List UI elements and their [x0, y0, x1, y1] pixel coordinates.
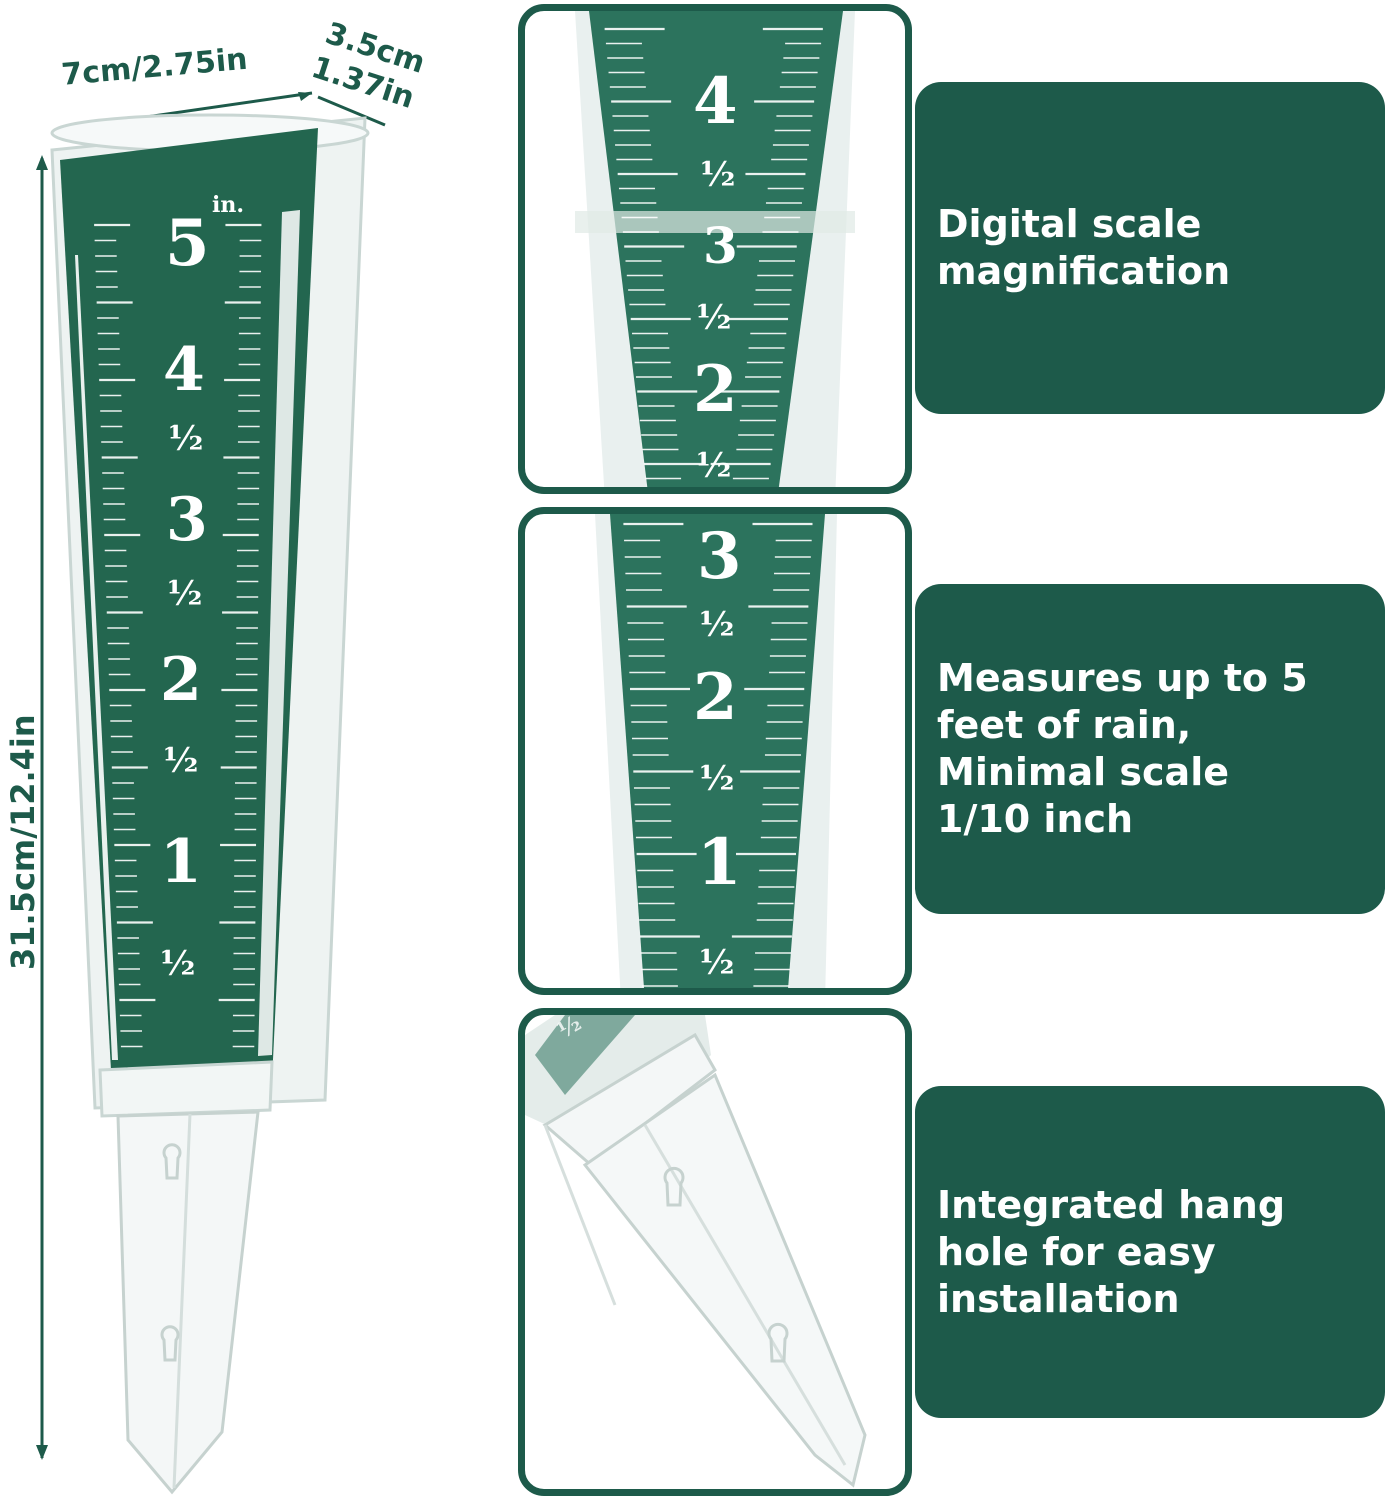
panel2-label-0: 3 — [697, 519, 742, 594]
scale-label-half-4: ½ — [168, 419, 203, 459]
zoom-panel-stake: ½ — [518, 1008, 912, 1496]
depth-dimension-line — [317, 95, 386, 127]
callout-hang-hole-text: Integrated hang hole for easy installati… — [937, 1182, 1286, 1321]
gauge-stake — [116, 1110, 260, 1495]
panel1-label-3: ½ — [696, 298, 731, 338]
panel1-label-5: ½ — [696, 446, 731, 486]
scale-label-half-1: ½ — [160, 944, 195, 984]
panel2-label-1: ½ — [699, 605, 734, 645]
panel2-label-5: ½ — [699, 943, 734, 983]
gauge-collar — [98, 1060, 274, 1118]
panel1-label-1: ½ — [700, 155, 735, 195]
panel3-hang-hole-lower — [767, 1322, 789, 1363]
callout-digital-scale-text: Digital scale magnification — [937, 202, 1231, 293]
panel-tick-marks — [604, 27, 823, 480]
zoom-panel-top-scale: 4 ½ 3 ½ 2 ½ — [518, 4, 912, 494]
callout-digital-scale: Digital scale magnification — [915, 82, 1385, 414]
panel2-label-3: ½ — [699, 759, 734, 799]
panel1-label-2: 3 — [703, 216, 738, 275]
hang-hole-upper — [162, 1143, 182, 1180]
callout-measures-rain-text: Measures up to 5 feet of rain, Minimal s… — [937, 656, 1308, 841]
gauge-scale-band — [60, 128, 318, 1088]
hang-hole-lower — [160, 1325, 180, 1362]
panel2-label-4: 1 — [697, 825, 742, 900]
panel1-label-0: 4 — [693, 64, 738, 139]
scale-unit-label: in. — [212, 192, 244, 218]
scale-label-5: 5 — [165, 206, 210, 281]
panel-tick-marks — [623, 522, 813, 987]
panel2-label-2: 2 — [693, 660, 738, 735]
gauge-tick-marks — [94, 223, 262, 1048]
callout-hang-hole: Integrated hang hole for easy installati… — [915, 1086, 1385, 1418]
panel1-label-4: 2 — [693, 352, 738, 427]
scale-label-half-2: ½ — [163, 741, 198, 781]
stake-blade — [582, 1072, 867, 1488]
zoom-panel-bottom-scale: 3 ½ 2 ½ 1 ½ — [518, 507, 912, 995]
scale-label-2: 2 — [160, 645, 202, 715]
scale-label-half-3: ½ — [167, 574, 202, 614]
rain-gauge-illustration: 5 in. 4 ½ 3 ½ 2 ½ 1 ½ — [36, 91, 386, 1495]
panel3-hang-hole-upper — [663, 1166, 685, 1207]
scale-label-4: 4 — [163, 335, 205, 405]
scale-label-1: 1 — [160, 827, 202, 897]
callout-measures-rain: Measures up to 5 feet of rain, Minimal s… — [915, 584, 1385, 914]
scale-label-3: 3 — [166, 485, 208, 555]
